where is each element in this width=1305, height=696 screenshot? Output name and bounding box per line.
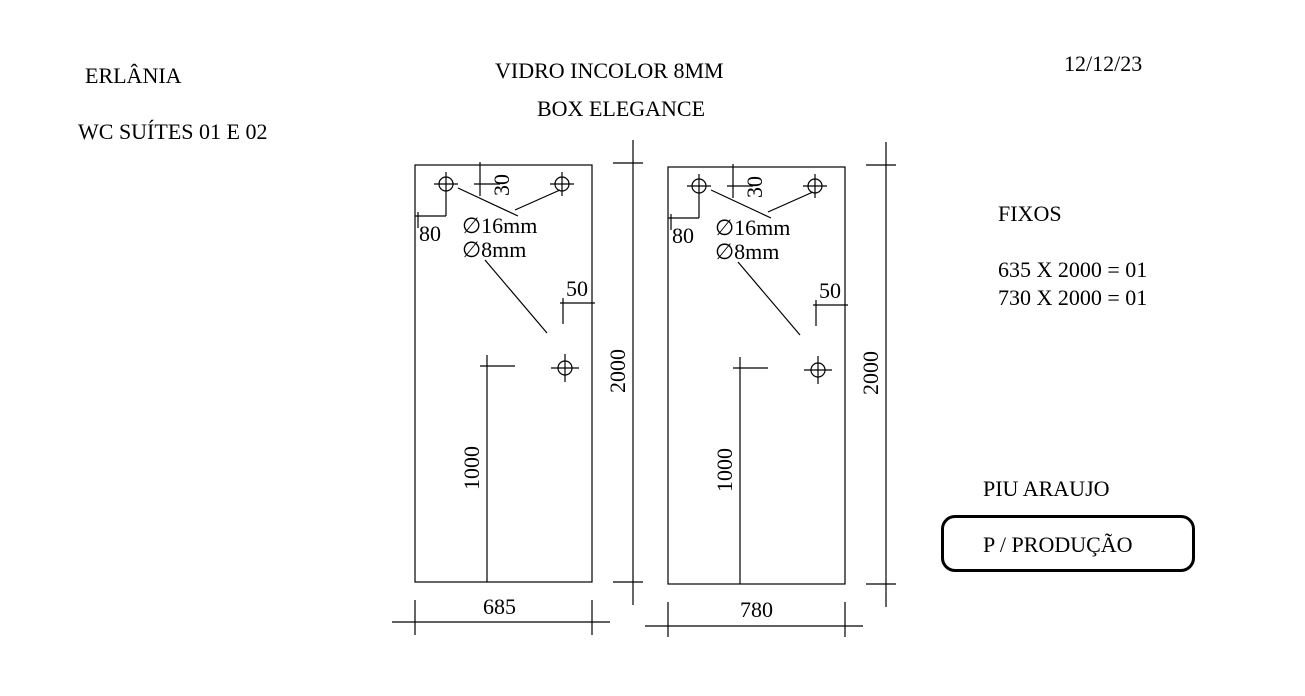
order-date: 12/12/23 bbox=[1064, 51, 1143, 76]
installer-name: PIU ARAUJO bbox=[983, 476, 1110, 501]
hole-top-right bbox=[550, 172, 574, 196]
glass-panel-outline bbox=[414, 164, 593, 583]
dim-handle-height: 1000 bbox=[712, 448, 737, 492]
dim-edge-offset: 50 bbox=[566, 276, 588, 301]
hole-handle bbox=[551, 354, 579, 382]
dim-top-offset: 30 bbox=[489, 174, 514, 196]
summary-line-1: 635 X 2000 = 01 bbox=[998, 257, 1148, 282]
glass-spec: VIDRO INCOLOR 8MM bbox=[495, 58, 724, 83]
panel-1: 30 80 ∅16mm ∅8mm 50 1000 2000 685 bbox=[392, 140, 643, 635]
hole-top-right bbox=[803, 174, 827, 198]
hole-small-label: ∅8mm bbox=[715, 239, 779, 264]
hole-handle bbox=[804, 356, 832, 384]
dim-height: 2000 bbox=[605, 349, 630, 393]
hole-large-label: ∅16mm bbox=[462, 213, 537, 238]
status-badge bbox=[941, 515, 1195, 572]
dim-top-offset: 30 bbox=[742, 176, 767, 198]
dim-side-offset: 80 bbox=[672, 223, 694, 248]
dim-width: 780 bbox=[740, 597, 773, 622]
status-label: P / PRODUÇÃO bbox=[983, 532, 1133, 557]
hole-large-label: ∅16mm bbox=[715, 215, 790, 240]
hole-top-left bbox=[434, 172, 458, 196]
dim-side-offset: 80 bbox=[419, 221, 441, 246]
hole-small-label: ∅8mm bbox=[462, 237, 526, 262]
model-name: BOX ELEGANCE bbox=[537, 96, 706, 121]
summary-heading: FIXOS bbox=[998, 201, 1062, 226]
dim-width: 685 bbox=[483, 594, 516, 619]
location-label: WC SUÍTES 01 E 02 bbox=[78, 119, 268, 144]
summary-line-2: 730 X 2000 = 01 bbox=[998, 285, 1148, 310]
dim-edge-offset: 50 bbox=[819, 278, 841, 303]
panel-2: 30 80 ∅16mm ∅8mm 50 1000 2000 780 bbox=[645, 142, 896, 637]
hole-top-left bbox=[687, 174, 711, 198]
dim-height: 2000 bbox=[858, 351, 883, 395]
glass-panel-outline bbox=[667, 166, 846, 585]
dim-handle-height: 1000 bbox=[459, 446, 484, 490]
client-name: ERLÂNIA bbox=[85, 63, 182, 88]
